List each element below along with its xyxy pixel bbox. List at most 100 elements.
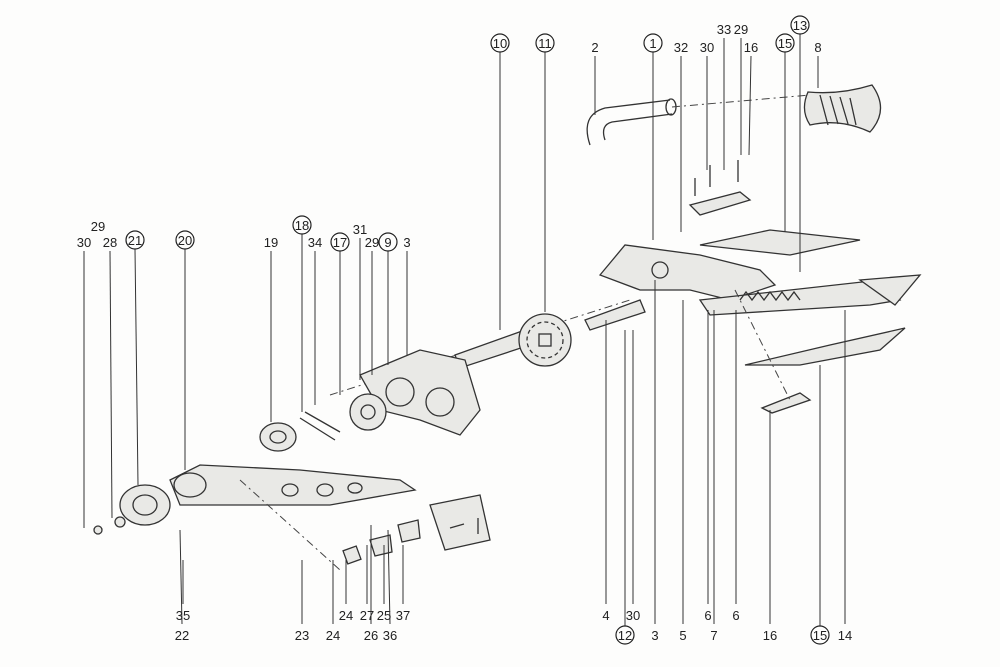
sprocket-17 — [349, 393, 387, 431]
callout-number: 2 — [591, 40, 598, 55]
callout-13: 13 — [790, 15, 810, 272]
callout-28: 28 — [103, 235, 117, 519]
part-24a — [369, 534, 393, 557]
callout-23: 23 — [295, 560, 309, 643]
part-23 — [342, 545, 362, 565]
callout-circle — [330, 232, 350, 252]
callout-number: 22 — [175, 628, 189, 643]
callout-number: 13 — [793, 18, 807, 33]
callout-number: 37 — [396, 608, 410, 623]
callout-number: 7 — [710, 628, 717, 643]
callout-number: 15 — [813, 628, 827, 643]
callout-15: 15 — [810, 365, 830, 645]
callout-number: 3 — [403, 235, 410, 250]
callout-number: 16 — [744, 40, 758, 55]
nut-30 — [93, 525, 103, 535]
callout-circle — [125, 230, 145, 250]
callout-circle — [378, 232, 398, 252]
wheel-21 — [119, 484, 171, 526]
callout-number: 33 — [717, 22, 731, 37]
callout-number: 23 — [295, 628, 309, 643]
callout-29: 29 — [365, 235, 379, 375]
callout-number: 31 — [353, 222, 367, 237]
leader-line — [109, 250, 113, 519]
callout-number: 24 — [339, 608, 353, 623]
callout-15: 15 — [775, 33, 795, 232]
main-frame — [598, 244, 777, 301]
part-24b — [397, 519, 421, 543]
callout-4: 4 — [602, 320, 610, 623]
callout-number: 29 — [365, 235, 379, 250]
callout-26: 26 — [364, 525, 378, 643]
callout-circle — [490, 33, 510, 53]
callout-35: 35 — [176, 560, 190, 623]
handle-tube — [586, 99, 673, 146]
callout-number: 3 — [651, 628, 658, 643]
callout-6: 6 — [732, 310, 740, 623]
callout-number: 36 — [383, 628, 397, 643]
callout-number: 14 — [838, 628, 852, 643]
callout-29: 29 — [91, 219, 105, 234]
callout-18: 18 — [292, 215, 312, 412]
callout-37: 37 — [396, 545, 410, 623]
callout-7: 7 — [710, 310, 718, 643]
callout-24: 24 — [339, 560, 353, 623]
callout-number: 29 — [91, 219, 105, 234]
disc-19 — [259, 422, 297, 452]
callout-25: 25 — [377, 545, 391, 623]
callout-circle — [535, 33, 555, 53]
callout-number: 30 — [626, 608, 640, 623]
callout-19: 19 — [264, 235, 278, 422]
callout-number: 25 — [377, 608, 391, 623]
leader-line — [748, 55, 752, 156]
callout-6: 6 — [704, 310, 712, 623]
plate-13 — [699, 229, 861, 256]
callout-22: 22 — [175, 529, 189, 643]
callout-3: 3 — [403, 235, 411, 355]
callout-number: 11 — [538, 36, 552, 51]
callout-circle — [292, 215, 312, 235]
pin-12 — [584, 299, 646, 331]
leader-line — [134, 248, 139, 486]
callout-number: 4 — [602, 608, 609, 623]
handle-grip — [803, 84, 882, 133]
callout-number: 30 — [700, 40, 714, 55]
callout-9: 9 — [378, 232, 398, 365]
gear-housing — [359, 349, 481, 436]
callout-number: 5 — [679, 628, 686, 643]
pins-26-37 — [449, 518, 479, 534]
callout-32: 32 — [674, 40, 688, 232]
callout-circle — [615, 625, 635, 645]
callout-30: 30 — [626, 330, 640, 623]
callout-number: 20 — [178, 233, 192, 248]
callout-circle — [775, 33, 795, 53]
blade-tip — [858, 274, 922, 306]
callout-number: 10 — [493, 36, 507, 51]
callout-number: 1 — [649, 36, 656, 51]
callout-number: 19 — [264, 235, 278, 250]
callout-circle — [175, 230, 195, 250]
callout-8: 8 — [814, 40, 822, 88]
callout-31: 31 — [353, 222, 367, 380]
callout-number: 9 — [384, 235, 391, 250]
callout-number: 35 — [176, 608, 190, 623]
callout-36: 36 — [383, 529, 397, 643]
callout-number: 34 — [308, 235, 322, 250]
callout-number: 8 — [814, 40, 821, 55]
callout-circle — [810, 625, 830, 645]
callout-29: 29 — [734, 22, 748, 155]
callout-16: 16 — [763, 410, 777, 643]
callout-number: 17 — [333, 235, 347, 250]
callout-16: 16 — [744, 40, 758, 156]
callout-17: 17 — [330, 232, 350, 395]
callout-24: 24 — [326, 560, 340, 643]
callout-21: 21 — [125, 230, 145, 486]
callout-14: 14 — [838, 310, 852, 643]
callout-27: 27 — [360, 545, 374, 623]
callout-number: 21 — [128, 233, 142, 248]
callout-10: 10 — [490, 33, 510, 330]
callout-number: 26 — [364, 628, 378, 643]
callout-number: 28 — [103, 235, 117, 250]
